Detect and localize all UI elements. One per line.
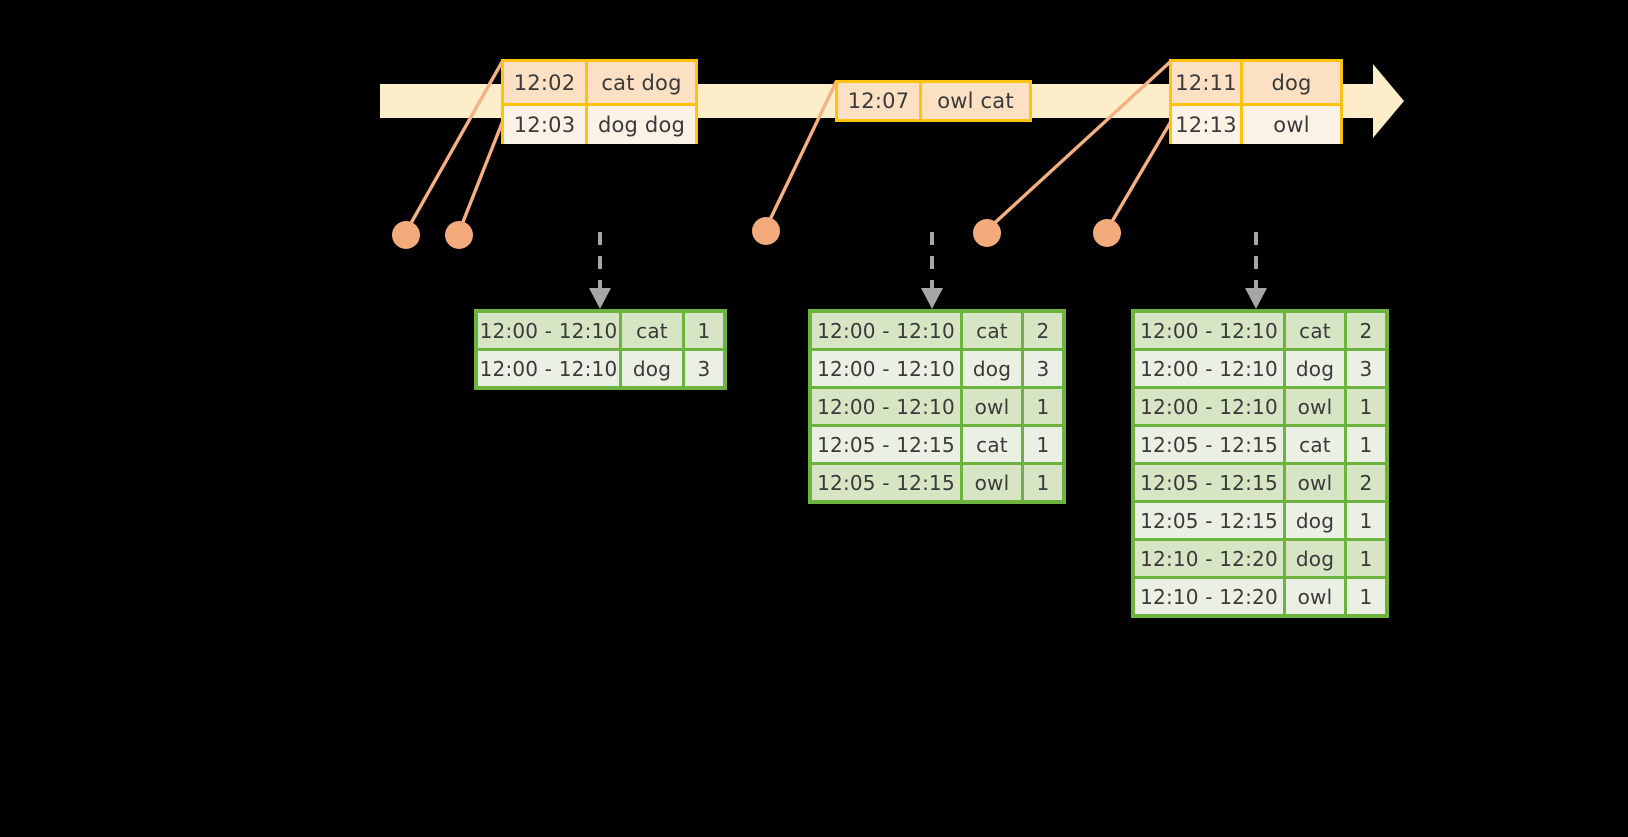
- cell-count: 3: [685, 351, 723, 386]
- cell-count: 1: [1024, 389, 1062, 424]
- event-row[interactable]: 12:02 cat dog: [504, 62, 695, 103]
- event-words: dog dog: [597, 113, 686, 137]
- event-time: 12:07: [838, 83, 922, 119]
- connector-dot-2: [445, 221, 473, 249]
- event-row[interactable]: 12:07 owl cat: [838, 83, 1029, 119]
- cell-count: 2: [1347, 313, 1385, 348]
- cell-count: 1: [1024, 427, 1062, 462]
- emit-arrow-3: [1245, 232, 1267, 309]
- cell-word: owl: [1286, 579, 1344, 614]
- event-row[interactable]: 12:03 dog dog: [504, 103, 695, 144]
- cell-window: 12:10 - 12:20: [1135, 579, 1283, 614]
- cell-word: cat: [1286, 427, 1344, 462]
- cell-word: cat: [963, 313, 1021, 348]
- emit-arrow-2: [921, 232, 943, 309]
- cell-count: 3: [1024, 351, 1062, 386]
- event-words: dog: [1271, 70, 1312, 95]
- cell-count: 1: [1347, 427, 1385, 462]
- cell-count: 1: [1024, 465, 1062, 500]
- cell-window: 12:05 - 12:15: [1135, 503, 1283, 538]
- event-time: 12:11: [1172, 62, 1243, 103]
- cell-count: 3: [1347, 351, 1385, 386]
- cell-word: owl: [963, 465, 1021, 500]
- cell-word: dog: [1286, 541, 1344, 576]
- connector-dot-5: [1093, 219, 1121, 247]
- cell-window: 12:00 - 12:10: [812, 389, 960, 424]
- cell-window: 12:00 - 12:10: [812, 313, 960, 348]
- cell-word: dog: [1286, 351, 1344, 386]
- connector-dots: [392, 217, 1121, 249]
- cell-count: 1: [1347, 541, 1385, 576]
- event-time: 12:02: [504, 62, 588, 103]
- cell-word: cat: [963, 427, 1021, 462]
- cell-count: 2: [1024, 313, 1062, 348]
- cell-window: 12:00 - 12:10: [478, 351, 619, 386]
- cell-window: 12:10 - 12:20: [1135, 541, 1283, 576]
- cell-window: 12:00 - 12:10: [1135, 389, 1283, 424]
- cell-word: owl: [1286, 389, 1344, 424]
- cell-window: 12:05 - 12:15: [812, 465, 960, 500]
- cell-window: 12:05 - 12:15: [1135, 465, 1283, 500]
- cell-window: 12:00 - 12:10: [1135, 313, 1283, 348]
- cell-word: cat: [622, 313, 682, 348]
- cell-window: 12:00 - 12:10: [812, 351, 960, 386]
- event-row[interactable]: 12:11 dog: [1172, 62, 1340, 103]
- event-group-1[interactable]: 12:02 cat dog 12:03 dog dog: [501, 59, 698, 144]
- connector-dot-1: [392, 221, 420, 249]
- event-time: 12:13: [1172, 106, 1243, 144]
- event-row[interactable]: 12:13 owl: [1172, 103, 1340, 144]
- cell-window: 12:00 - 12:10: [1135, 351, 1283, 386]
- cell-word: owl: [963, 389, 1021, 424]
- connector-dot-4: [973, 219, 1001, 247]
- cell-count: 1: [1347, 503, 1385, 538]
- cell-count: 1: [685, 313, 723, 348]
- cell-window: 12:00 - 12:10: [478, 313, 619, 348]
- cell-word: dog: [622, 351, 682, 386]
- emit-arrows: [589, 232, 1267, 309]
- event-words: cat dog: [601, 70, 682, 95]
- connector-dot-3: [752, 217, 780, 245]
- event-time: 12:03: [504, 106, 588, 144]
- cell-word: dog: [963, 351, 1021, 386]
- emit-arrow-1: [589, 232, 611, 309]
- cell-word: owl: [1286, 465, 1344, 500]
- cell-window: 12:05 - 12:15: [812, 427, 960, 462]
- cell-word: dog: [1286, 503, 1344, 538]
- cell-count: 1: [1347, 389, 1385, 424]
- cell-count: 1: [1347, 579, 1385, 614]
- event-words: owl cat: [937, 89, 1014, 113]
- cell-count: 2: [1347, 465, 1385, 500]
- event-words: owl: [1273, 113, 1310, 137]
- event-group-3[interactable]: 12:11 dog 12:13 owl: [1169, 59, 1343, 144]
- cell-window: 12:05 - 12:15: [1135, 427, 1283, 462]
- event-group-2[interactable]: 12:07 owl cat: [835, 80, 1032, 122]
- cell-word: cat: [1286, 313, 1344, 348]
